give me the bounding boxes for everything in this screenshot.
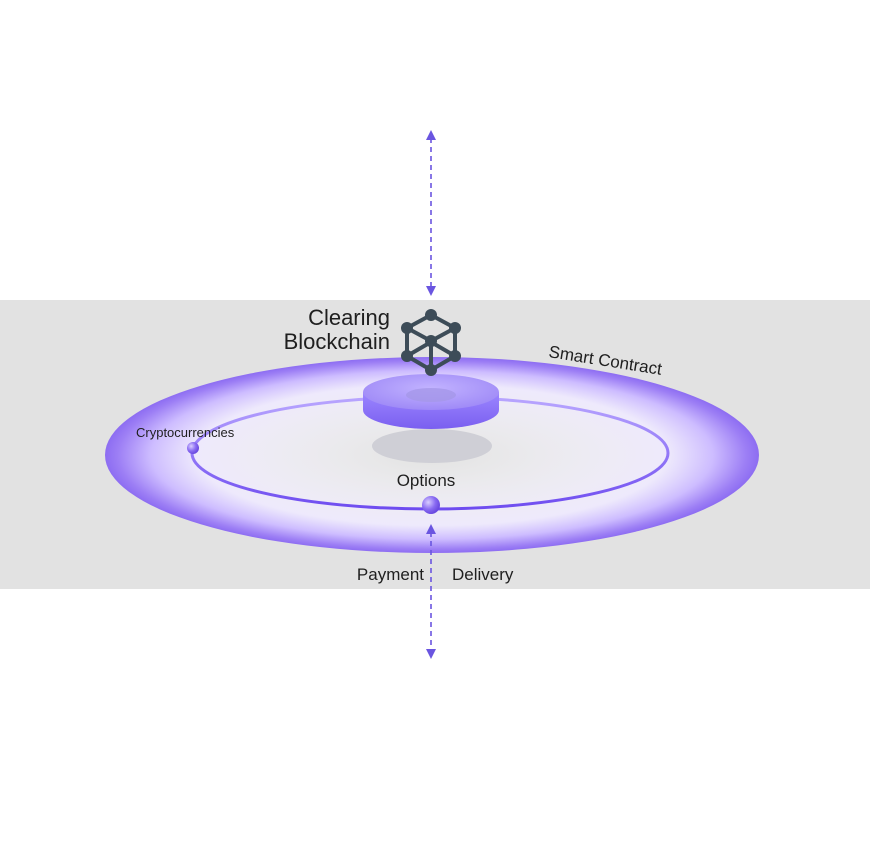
platform-shadow	[372, 429, 492, 463]
bottom-arrow-head-up	[426, 524, 436, 534]
blockchain-label: Blockchain	[284, 329, 390, 354]
payment-label: Payment	[357, 565, 424, 584]
cube-network-icon	[401, 309, 461, 376]
delivery-label: Delivery	[452, 565, 514, 584]
options-node	[422, 496, 440, 514]
top-arrow-head-up	[426, 130, 436, 140]
cryptocurrencies-label: Cryptocurrencies	[136, 425, 235, 440]
clearing-platform	[363, 374, 499, 429]
bottom-arrow-head-down	[426, 649, 436, 659]
options-label: Options	[397, 471, 456, 490]
top-arrow-head-down	[426, 286, 436, 296]
clearing-label: Clearing	[308, 305, 390, 330]
cryptocurrencies-node	[187, 442, 199, 454]
